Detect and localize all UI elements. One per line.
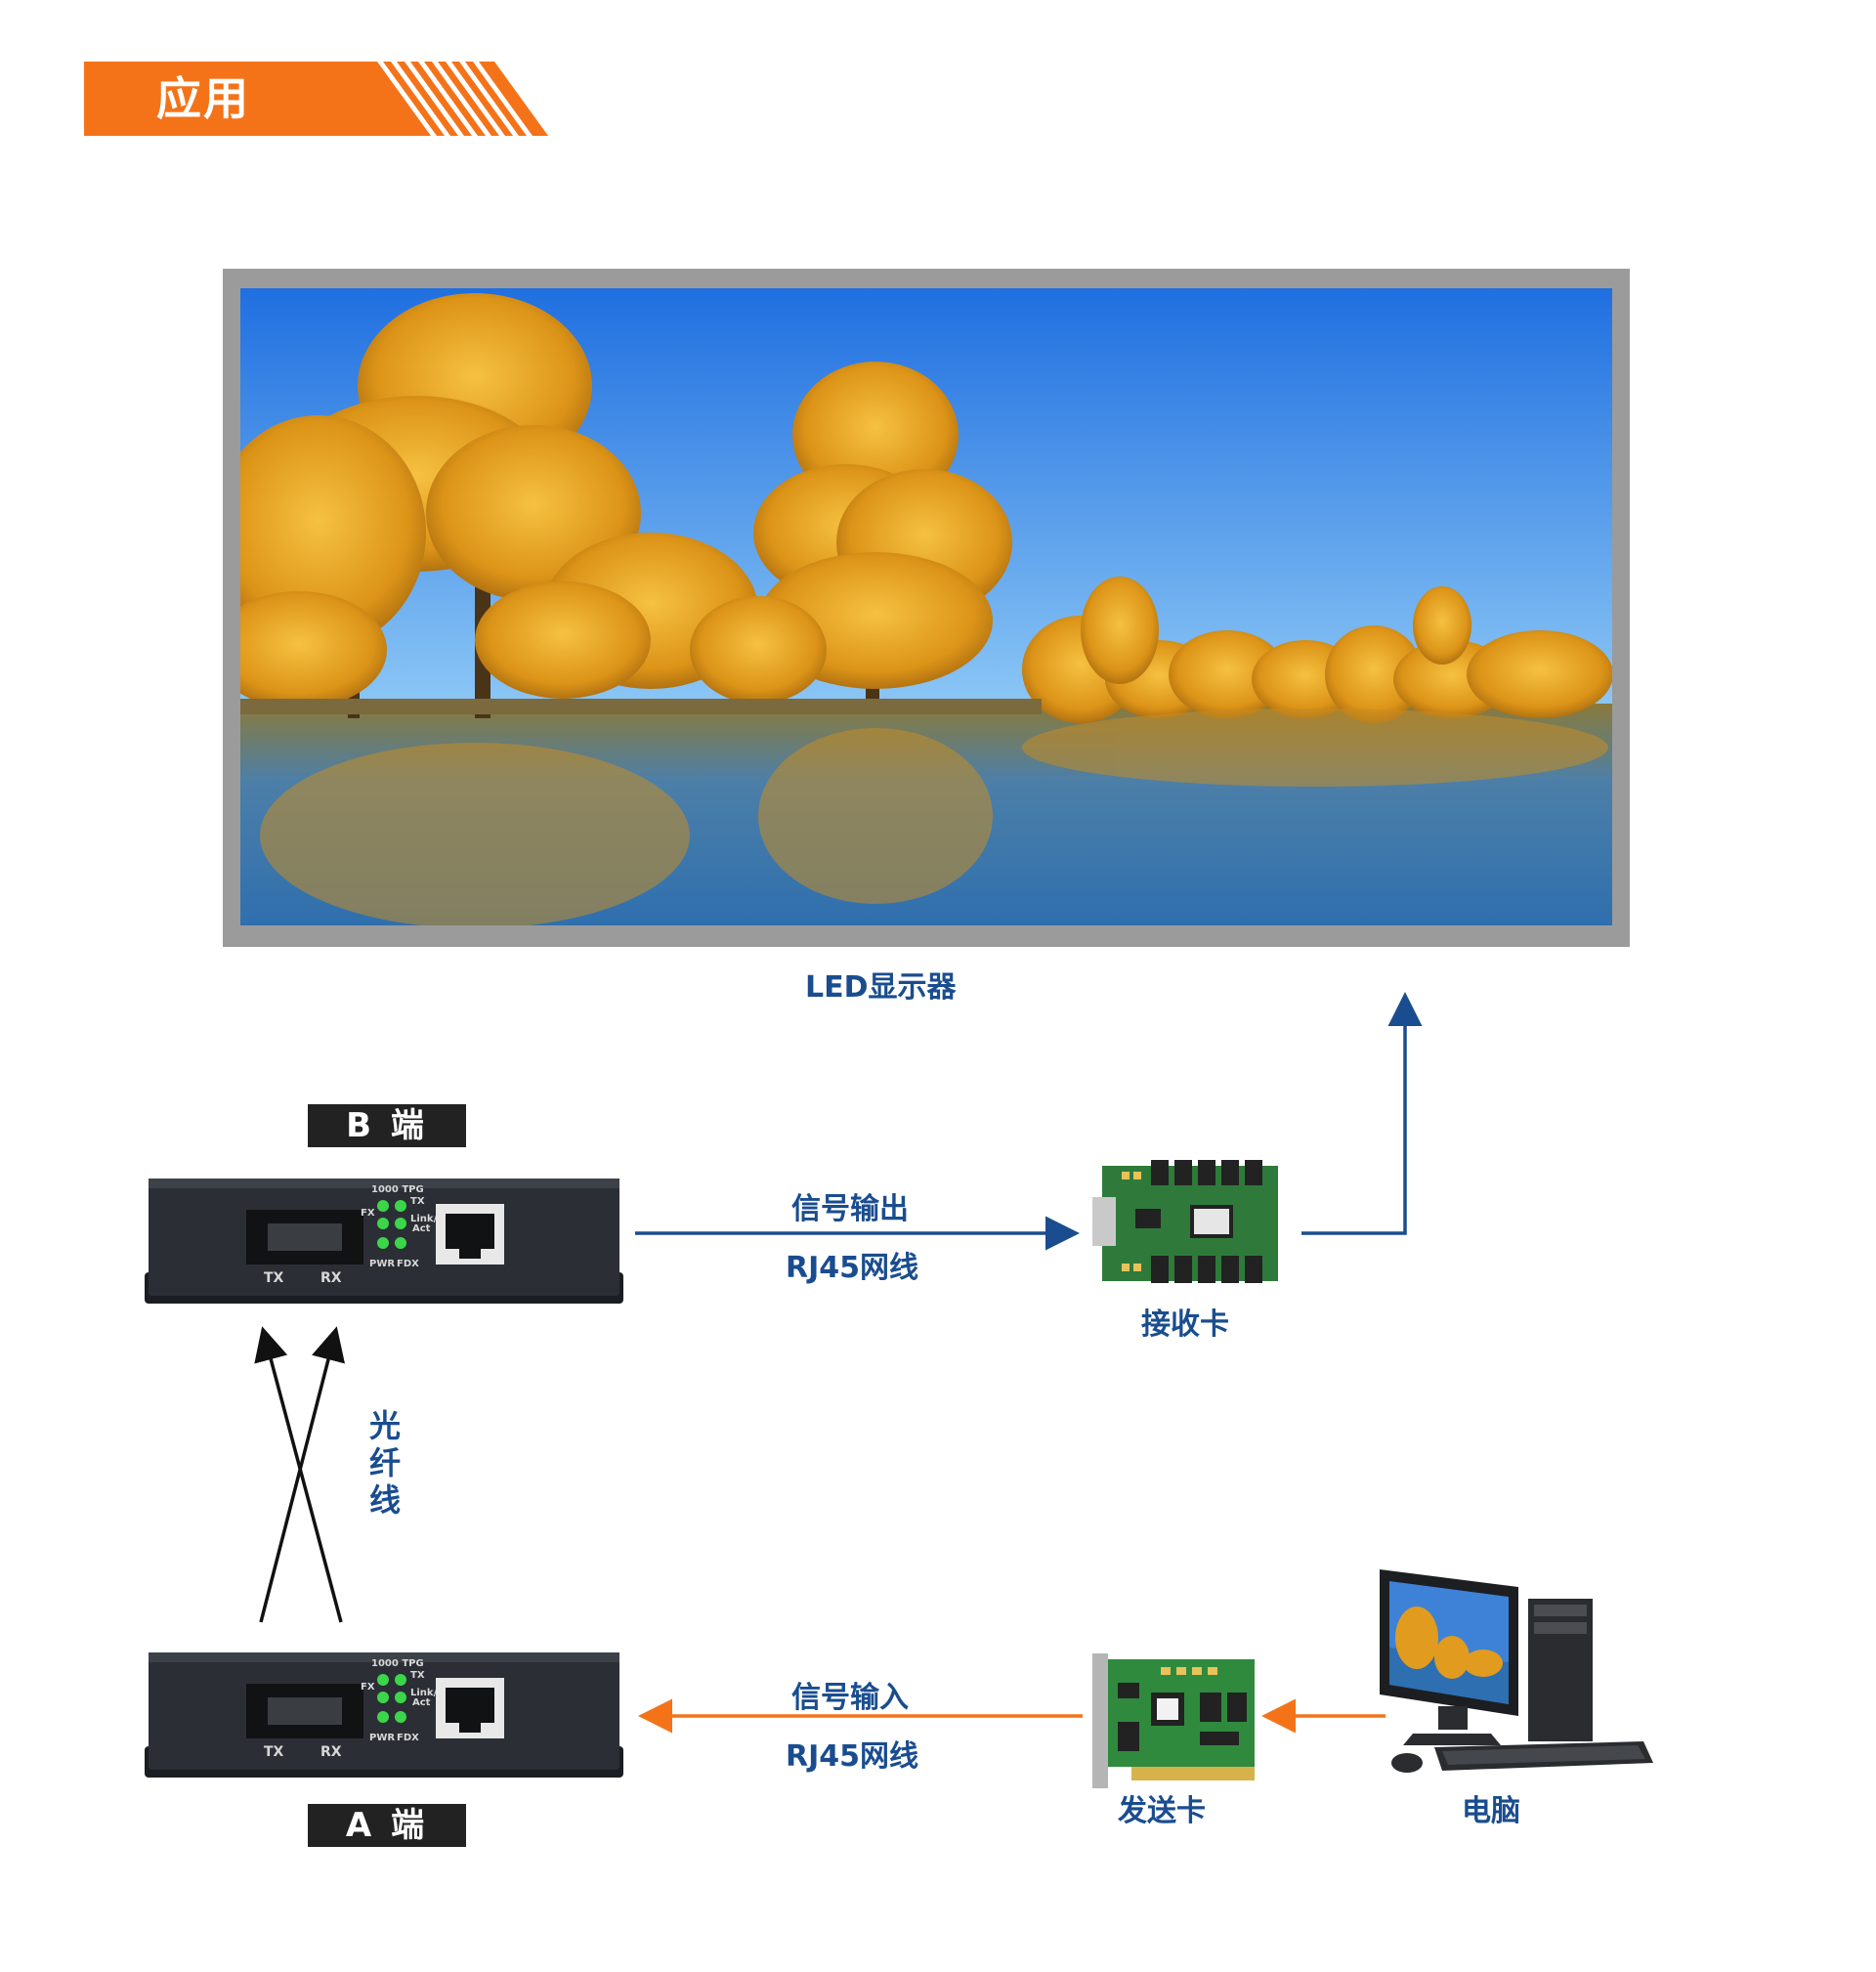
svg-text:PWR: PWR <box>369 1259 395 1269</box>
computer-image <box>1380 1569 1653 1773</box>
svg-text:TX: TX <box>264 1270 284 1286</box>
landscape-image <box>240 288 1612 925</box>
svg-text:1000 TPG: 1000 TPG <box>371 1184 424 1195</box>
svg-text:RX: RX <box>320 1270 342 1286</box>
svg-text:1000 TPG: 1000 TPG <box>371 1658 424 1669</box>
svg-text:FDX: FDX <box>397 1259 419 1269</box>
signal-out-cable-label: RJ45网线 <box>786 1251 919 1285</box>
svg-text:TX: TX <box>410 1196 425 1207</box>
svg-text:Act: Act <box>412 1223 431 1234</box>
svg-text:Link/: Link/ <box>410 1688 438 1698</box>
svg-text:Link/: Link/ <box>410 1214 438 1224</box>
signal-in-label: 信号输入 <box>791 1681 909 1715</box>
svg-text:Act: Act <box>412 1697 431 1708</box>
fiber-char: 线 <box>368 1481 401 1519</box>
section-banner <box>84 62 548 136</box>
sender-card-label: 发送卡 <box>1118 1794 1206 1828</box>
svg-text:RX: RX <box>320 1744 342 1760</box>
svg-text:PWR: PWR <box>369 1733 395 1743</box>
svg-text:TX: TX <box>410 1670 425 1681</box>
receiver-to-led-arrow <box>1301 992 1423 1235</box>
fiber-char: 光 <box>368 1407 401 1444</box>
b-end-label: B 端 <box>308 1104 466 1147</box>
fiber-converter-b: TX RX 1000 TPG FX TX Link/ Act PWR FDX <box>145 1179 623 1304</box>
led-display-label: LED显示器 <box>805 970 957 1005</box>
svg-text:FX: FX <box>361 1682 375 1693</box>
sender-card-image <box>1092 1653 1255 1788</box>
receiver-card-image <box>1092 1160 1278 1283</box>
computer-label: 电脑 <box>1462 1794 1520 1828</box>
signal-out-label: 信号输出 <box>791 1192 909 1226</box>
fiber-label: 光 纤 线 <box>365 1407 405 1519</box>
fiber-converter-a: TX RX 1000 TPG FX TX Link/ Act PWR FDX <box>145 1652 623 1778</box>
svg-text:FDX: FDX <box>397 1733 419 1743</box>
fiber-line-2 <box>254 1326 343 1623</box>
svg-text:TX: TX <box>264 1744 284 1760</box>
receiver-card-label: 接收卡 <box>1141 1308 1229 1342</box>
section-title: 应用 <box>156 72 250 125</box>
fiber-char: 纤 <box>368 1444 401 1481</box>
svg-text:FX: FX <box>361 1208 375 1219</box>
fiber-line-1 <box>259 1326 345 1623</box>
a-end-label: A 端 <box>308 1804 466 1847</box>
signal-in-cable-label: RJ45网线 <box>786 1739 919 1774</box>
